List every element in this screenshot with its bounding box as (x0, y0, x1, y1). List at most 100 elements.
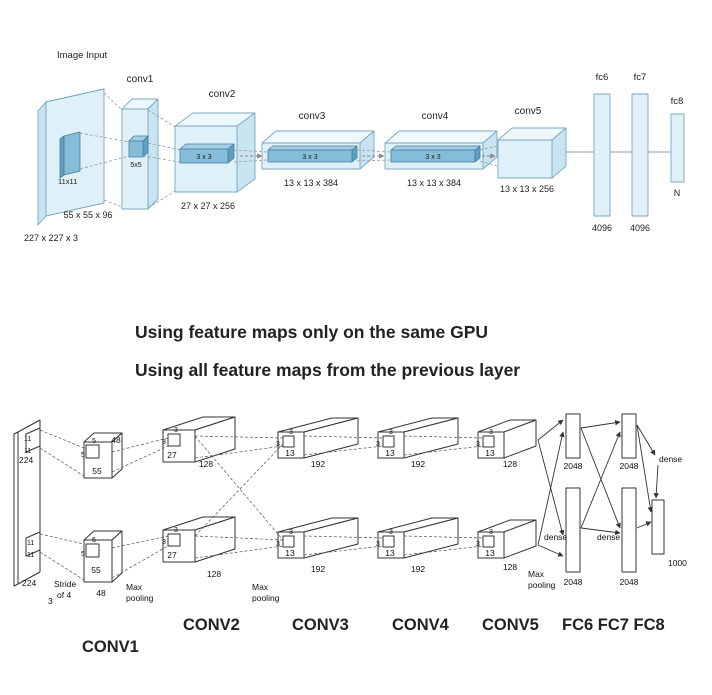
conv5-kernel-size: 3 (476, 441, 480, 448)
fc6-dims-label: 4096 (592, 223, 612, 233)
max-pooling-label-line1: Max (126, 582, 143, 592)
layer-tags: CONV1 CONV2 CONV3 CONV4 CONV5 FC6 FC7 FC… (82, 616, 665, 656)
conv2-dims-label: 27 x 27 x 256 (181, 201, 235, 211)
conv2-kernel-label: 3 x 3 (196, 154, 211, 161)
patch-size-label: 11 (24, 436, 31, 443)
conv5-box (497, 139, 553, 179)
conv3-kernel-size: 3 (276, 541, 280, 548)
conv5-depth: 128 (503, 459, 517, 469)
input-width-label: 224 (22, 578, 36, 588)
tag-fc-layers: FC6 FC7 FC8 (562, 616, 665, 634)
conv4-kernel-label: 3 x 3 (425, 154, 440, 161)
caption-all-layers: Using all feature maps from the previous… (135, 360, 520, 380)
fc7-width: 2048 (620, 461, 639, 471)
conv3-depth: 192 (311, 564, 325, 574)
bottom-input-patch-bottom (25, 531, 41, 557)
conv3-depth: 192 (311, 459, 325, 469)
conv2-kernel-size: 3 (174, 527, 178, 534)
conv4-depth: 192 (411, 564, 425, 574)
bottom-conv4: 3 3 13 192 3 3 13 192 (376, 417, 459, 574)
bottom-diagram: 224 224 11 11 11 11 3 Stride of 4 5 5 55… (13, 413, 687, 656)
conv3-map-size: 13 (285, 448, 295, 458)
conv4-kernel-size: 3 (389, 529, 393, 536)
stride-label-line2: of 4 (57, 590, 71, 600)
conv3-kernel (267, 149, 353, 163)
conv3-kernel-size: 3 (289, 529, 293, 536)
conv1-depth: 48 (96, 588, 106, 598)
conv1-kernel-size: 5 (81, 551, 85, 558)
fc8-output-size: 1000 (668, 558, 687, 568)
conv1-label: conv1 (127, 74, 154, 85)
dense-label: dense (597, 532, 620, 542)
conv4-layer: conv4 3 x 3 13 x 13 x 384 (384, 111, 498, 188)
conv5-depth: 128 (503, 562, 517, 572)
conv2-map-size: 27 (167, 550, 177, 560)
conv3-map-size: 13 (285, 548, 295, 558)
patch-size-label: 11 (27, 552, 34, 559)
fc7-width: 2048 (620, 577, 639, 587)
conv4-depth: 192 (411, 459, 425, 469)
conv4-dims-label: 13 x 13 x 384 (407, 178, 461, 188)
fc7-box (631, 93, 649, 217)
conv5-map-size: 13 (485, 448, 495, 458)
captions: Using feature maps only on the same GPU … (135, 322, 520, 380)
fc8-label: fc8 (671, 96, 684, 107)
conv1-top-gpu-box (83, 441, 113, 479)
patch-size-label: 11 (24, 448, 31, 455)
input-image-layer: 11x11 227 x 227 x 3 (24, 88, 105, 243)
conv2-layer: conv2 3 x 3 27 x 27 x 256 (174, 89, 256, 211)
tag-conv5: CONV5 (482, 616, 539, 634)
max-pooling-label-line2: pooling (126, 593, 154, 603)
conv4-kernel-size: 3 (376, 541, 380, 548)
fc6-top-gpu-box (565, 413, 581, 459)
bottom-connection-lines (39, 429, 484, 581)
conv1-map-size: 55 (91, 565, 101, 575)
conv5-kernel-size: 3 (489, 429, 493, 436)
conv2-kernel-size: 3 (174, 427, 178, 434)
input-patch (63, 131, 81, 176)
fc8-output-box (651, 499, 665, 555)
conv5-layer: conv5 13 x 13 x 256 (497, 106, 567, 194)
bottom-input-face (17, 419, 41, 585)
top-flow-arrows (240, 151, 671, 159)
bottom-conv2: 3 3 27 128 3 3 27 128 Max pooling (162, 416, 280, 603)
conv2-depth: 128 (199, 459, 213, 469)
stride-label-line1: Stride (54, 579, 76, 589)
top-connection-lines (79, 92, 498, 209)
fc8-layer: fc8 N (670, 96, 685, 198)
conv1-kernel (128, 140, 144, 158)
conv2-label: conv2 (209, 89, 236, 100)
dense-label: dense (544, 532, 567, 542)
conv3-dims-label: 13 x 13 x 384 (284, 178, 338, 188)
input-dims-label: 227 x 227 x 3 (24, 233, 78, 243)
conv1-layer: conv1 5x5 55 x 55 x 96 (63, 74, 159, 220)
conv4-label: conv4 (422, 111, 449, 122)
conv1-map-size: 55 (92, 466, 102, 476)
fc6-box (593, 93, 611, 217)
fc6-label: fc6 (596, 72, 609, 83)
conv4-kernel-size: 3 (389, 429, 393, 436)
conv3-kernel-size: 3 (276, 441, 280, 448)
image-input-label: Image Input (57, 50, 108, 61)
conv2-depth: 128 (207, 569, 221, 579)
max-pooling-label-line1: Max (528, 569, 545, 579)
fc7-label: fc7 (634, 72, 647, 83)
input-height-label: 224 (19, 455, 33, 465)
conv5-kernel-size: 3 (489, 529, 493, 536)
conv2-kernel-size: 3 (162, 539, 166, 546)
conv1-depth: 48 (111, 435, 121, 445)
fc7-dims-label: 4096 (630, 223, 650, 233)
input-patch-label: 11x11 (58, 177, 77, 186)
bottom-input-image: 224 224 11 11 11 11 3 Stride of 4 (13, 419, 76, 606)
conv3-kernel-label: 3 x 3 (302, 154, 317, 161)
conv1-bottom-gpu-box (83, 539, 113, 583)
conv1-kernel-size: 5 (81, 452, 85, 459)
fc6-width: 2048 (564, 461, 583, 471)
conv1-box (121, 108, 149, 210)
input-channels-label: 3 (48, 596, 53, 606)
conv2-kernel-size: 3 (162, 439, 166, 446)
conv4-bottom-gpu-box (377, 531, 405, 559)
dense-connection-arrows (537, 419, 659, 557)
